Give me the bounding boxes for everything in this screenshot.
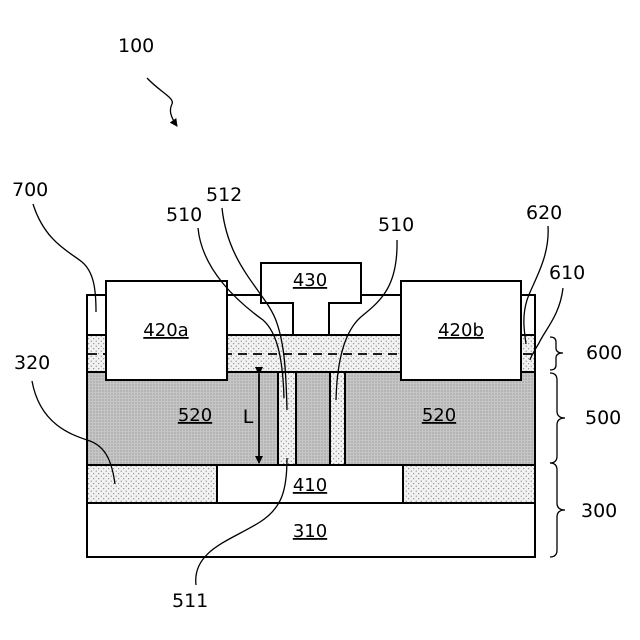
label-300: 300 [581, 500, 617, 522]
region-410-label: 410 [293, 475, 327, 496]
channel-510-right [330, 372, 345, 465]
brace-600 [550, 337, 563, 370]
label-610: 610 [549, 262, 585, 284]
figure-ref-arrow [147, 78, 177, 126]
length-label: L [243, 406, 254, 428]
gate-430-label: 430 [293, 270, 327, 291]
label-320: 320 [14, 352, 50, 374]
electrode-420a-label: 420a [143, 320, 188, 341]
electrode-420b-label: 420b [438, 320, 484, 341]
region-520-left-label: 520 [178, 405, 212, 426]
region-520-right-label: 520 [422, 405, 456, 426]
substrate-310-label: 310 [293, 521, 327, 542]
label-511: 511 [172, 590, 208, 612]
figure-ref-label: 100 [118, 35, 154, 57]
layer-520 [87, 372, 535, 465]
label-620: 620 [526, 202, 562, 224]
label-512: 512 [206, 184, 242, 206]
label-600: 600 [586, 342, 622, 364]
brace-500 [550, 373, 565, 463]
channel-510-left [278, 372, 296, 465]
label-510-left: 510 [166, 204, 202, 226]
label-700: 700 [12, 179, 48, 201]
label-500: 500 [585, 407, 621, 429]
brace-300 [550, 463, 565, 557]
label-510-right: 510 [378, 214, 414, 236]
